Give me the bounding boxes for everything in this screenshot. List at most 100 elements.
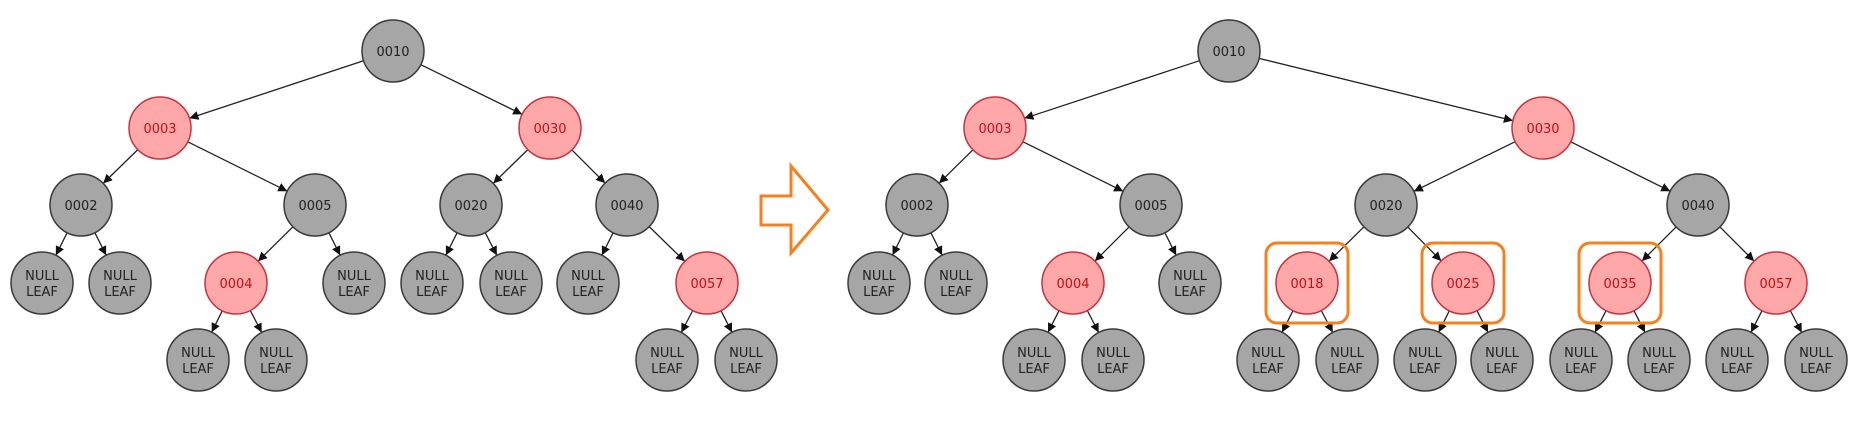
node-label: LEAF bbox=[260, 362, 292, 377]
tree-edge bbox=[1328, 226, 1365, 262]
node-label: NULL bbox=[1017, 346, 1051, 361]
node-label: 0003 bbox=[978, 122, 1011, 137]
red-node: 0030 bbox=[1511, 96, 1575, 160]
node-label: LEAF bbox=[1409, 362, 1441, 377]
tree-edge bbox=[1413, 141, 1516, 192]
node-circle bbox=[244, 328, 308, 392]
node-circle bbox=[1275, 251, 1339, 315]
node-label: NULL bbox=[103, 269, 137, 284]
node-circle bbox=[847, 251, 911, 315]
node-label: LEAF bbox=[104, 285, 136, 300]
node-circle bbox=[1588, 251, 1652, 315]
node-label: 0002 bbox=[64, 199, 97, 214]
edges bbox=[55, 57, 1803, 333]
tree-edge bbox=[1022, 141, 1124, 192]
node-label: NULL bbox=[862, 269, 896, 284]
black-node: 0040 bbox=[1666, 173, 1730, 237]
node-label: NULL bbox=[337, 269, 371, 284]
node-circle bbox=[1470, 328, 1534, 392]
tree-edge bbox=[94, 232, 107, 256]
node-label: 0020 bbox=[454, 199, 487, 214]
node-label: LEAF bbox=[1721, 362, 1753, 377]
tree-edge bbox=[211, 310, 223, 333]
tree-edge bbox=[1164, 232, 1177, 256]
node-label: NULL bbox=[25, 269, 59, 284]
node-circle bbox=[1744, 251, 1808, 315]
tree-edge bbox=[1789, 310, 1803, 333]
black-node: 0010 bbox=[1197, 19, 1261, 83]
node-label: LEAF bbox=[863, 285, 895, 300]
new-node-highlight-box bbox=[1420, 241, 1506, 325]
node-label: 0057 bbox=[690, 277, 723, 292]
red-node: 0018 bbox=[1275, 251, 1339, 315]
node-circle bbox=[1158, 251, 1222, 315]
node-label: NULL bbox=[181, 346, 215, 361]
tree-edge bbox=[1094, 226, 1130, 262]
node-circle bbox=[1041, 251, 1105, 315]
black-node: 0005 bbox=[1119, 173, 1183, 237]
node-label: 0010 bbox=[376, 45, 409, 60]
tree-edge bbox=[484, 232, 498, 256]
node-label: LEAF bbox=[416, 285, 448, 300]
node-label: NULL bbox=[1408, 346, 1442, 361]
node-label: NULL bbox=[1720, 346, 1754, 361]
tree-edge bbox=[891, 232, 905, 256]
node-label: LEAF bbox=[572, 285, 604, 300]
node-circle bbox=[1666, 173, 1730, 237]
node-circle bbox=[322, 251, 386, 315]
right-arrow-icon bbox=[759, 161, 830, 258]
node-label: 0005 bbox=[1134, 199, 1167, 214]
black-node: 0020 bbox=[1354, 173, 1418, 237]
black-node: 0005 bbox=[283, 173, 347, 237]
node-circle bbox=[595, 173, 659, 237]
node-circle bbox=[924, 251, 988, 315]
node-circle bbox=[166, 328, 230, 392]
node-circle bbox=[88, 251, 152, 315]
tree-edge bbox=[720, 310, 733, 333]
tree-edge bbox=[257, 226, 294, 262]
node-circle bbox=[1197, 19, 1261, 83]
tree-edge bbox=[1641, 226, 1677, 262]
tree-edge bbox=[680, 310, 694, 333]
node-circle bbox=[283, 173, 347, 237]
node-circle bbox=[675, 251, 739, 315]
red-node: 0035 bbox=[1588, 251, 1652, 315]
node-label: 0040 bbox=[610, 199, 643, 214]
node-circle bbox=[963, 96, 1027, 160]
node-label: LEAF bbox=[940, 285, 972, 300]
node-label: LEAF bbox=[1565, 362, 1597, 377]
node-circle bbox=[1236, 328, 1300, 392]
tree-edge bbox=[938, 149, 974, 184]
tree-edge bbox=[187, 141, 288, 192]
tree-edge bbox=[1024, 60, 1200, 120]
node-label: NULL bbox=[729, 346, 763, 361]
red-node: 0057 bbox=[1744, 251, 1808, 315]
tree-edge bbox=[648, 226, 686, 262]
node-label: LEAF bbox=[1800, 362, 1832, 377]
red-node: 0004 bbox=[1041, 251, 1105, 315]
node-label: NULL bbox=[939, 269, 973, 284]
red-node: 0057 bbox=[675, 251, 739, 315]
node-circle bbox=[714, 328, 778, 392]
node-circle bbox=[1315, 328, 1379, 392]
tree-edge bbox=[328, 232, 341, 256]
tree-edge bbox=[102, 149, 139, 184]
node-circle bbox=[439, 173, 503, 237]
tree-edge bbox=[1750, 310, 1763, 333]
node-label: 0004 bbox=[1056, 277, 1089, 292]
black-node: 0002 bbox=[49, 173, 113, 237]
node-label: LEAF bbox=[1097, 362, 1129, 377]
